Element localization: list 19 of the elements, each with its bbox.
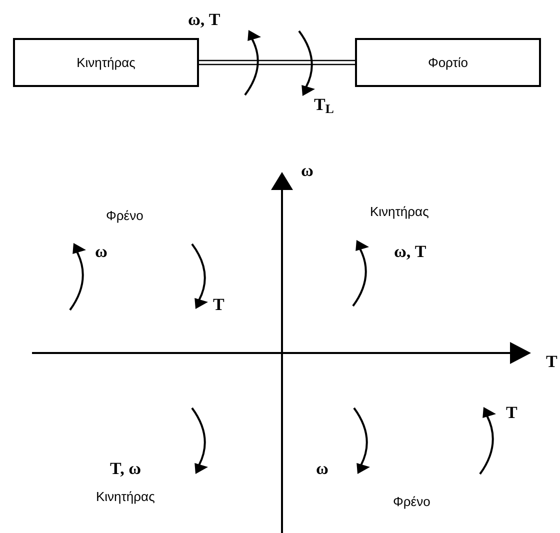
block-label: Φορτίο (428, 54, 468, 72)
symbol-label: ω, T (394, 241, 426, 262)
symbol-label: T (213, 294, 224, 316)
symbol-label: ω (95, 241, 108, 262)
shaft-line (198, 60, 356, 66)
mode-label: Κινητήρας (96, 489, 155, 506)
symbol-label: ω, T (188, 9, 220, 30)
block-label: Κινητήρας (76, 54, 136, 72)
mode-label: Φρένο (106, 208, 144, 224)
mode-label: Κινητήρας (370, 204, 429, 220)
mode-label: Φρένο (393, 494, 430, 510)
block-box (13, 38, 199, 87)
symbol-label: ω (301, 160, 314, 182)
symbol-label: ω (316, 458, 328, 480)
symbol-label: T (546, 351, 558, 372)
block-box (355, 38, 541, 87)
symbol-label: T$_{L}$ (314, 94, 334, 116)
symbol-label: T (506, 402, 518, 424)
symbol-label: T, ω (110, 458, 142, 480)
